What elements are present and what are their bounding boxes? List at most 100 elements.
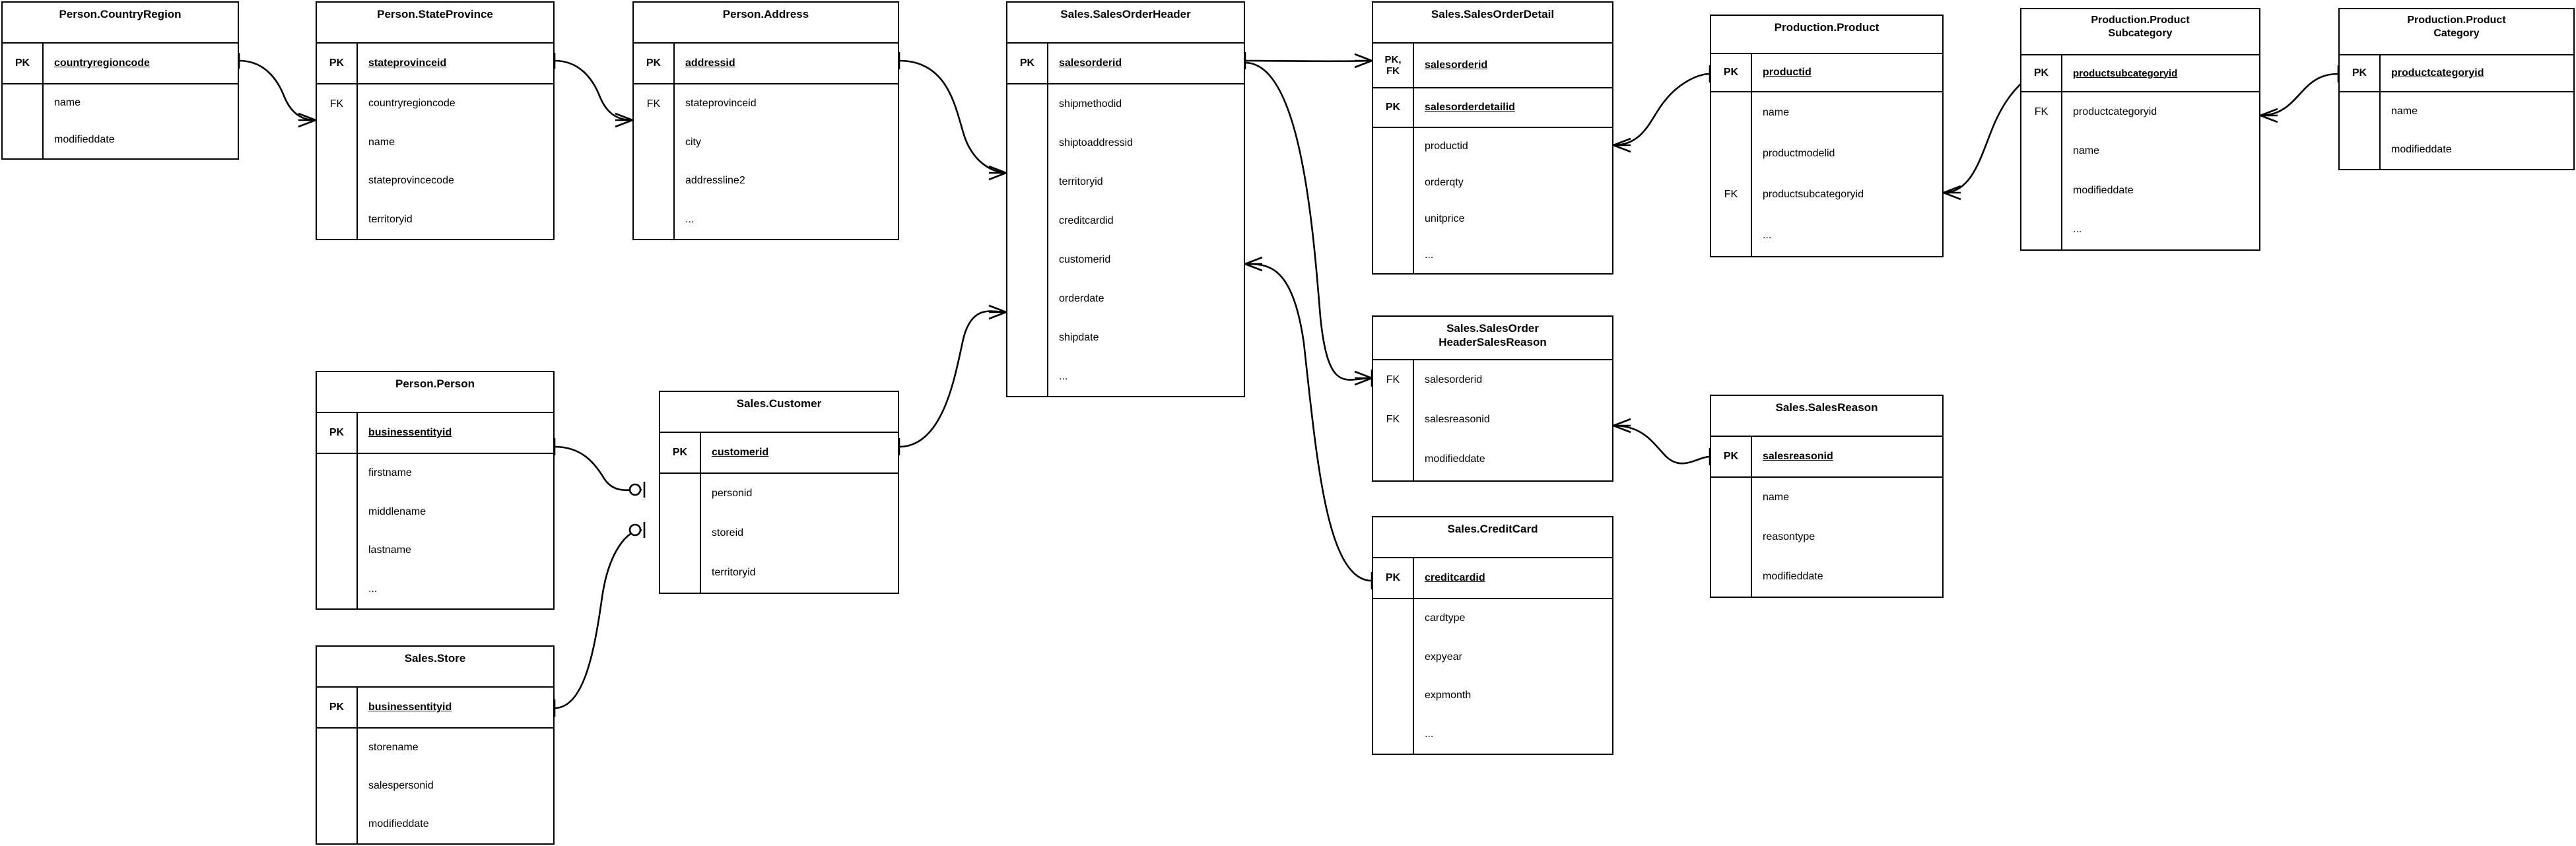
entity-attributes: FK name productmodelid productsubcategor… (1711, 92, 1942, 256)
attribute-row: salespersonid (368, 780, 434, 791)
attribute-row: personid (712, 488, 753, 499)
attribute-primary-key: customerid (712, 447, 769, 458)
key-gutter (317, 729, 358, 843)
rel-creditcard-salesorderheader (1244, 263, 1373, 582)
attribute-row: stateprovincecode (368, 175, 454, 187)
key-label-pk: PK (1711, 54, 1752, 91)
entity-production-productcategory[interactable]: Production.Product Category PK productca… (2338, 8, 2575, 170)
key-label-fk: FK (1386, 414, 1400, 425)
key-label-pk: PK (1373, 558, 1414, 598)
attribute-row-fk: salesreasonid (1425, 414, 1490, 425)
rel-stateprovince-address (554, 59, 633, 121)
entity-key-row: PK creditcardid (1373, 558, 1612, 599)
attribute-row: shiptoaddressid (1059, 137, 1134, 148)
attribute-row: territoryid (1059, 176, 1103, 187)
rel-salesorderdetail-product (1613, 73, 1711, 146)
key-label-pk-fk: PK, FK (1373, 44, 1414, 87)
attribute-row: name (2073, 145, 2100, 157)
key-gutter (1007, 84, 1048, 396)
key-gutter: FK (1711, 92, 1752, 256)
entity-key-row: PK salesorderid (1007, 44, 1244, 84)
entity-title: Sales.SalesOrderHeader (1007, 3, 1244, 44)
entity-attributes: cardtype expyear expmonth ... (1373, 599, 1612, 754)
key-gutter (1373, 128, 1414, 273)
attribute-row: modifieddate (54, 134, 115, 145)
attribute-row: productcategoryid (2073, 106, 2157, 117)
attribute-row: firstname (368, 467, 412, 479)
entity-person-stateprovince[interactable]: Person.StateProvince PK stateprovinceid … (316, 1, 555, 240)
attribute-primary-key: stateprovinceid (368, 57, 447, 69)
attribute-row: productmodelid (1763, 148, 1835, 159)
entity-production-productsubcategory[interactable]: Production.Product Subcategory PK produc… (2020, 8, 2260, 251)
rel-store-customer (554, 529, 642, 709)
attribute-row: middlename (368, 505, 426, 517)
rel-countryregion-stateprovince (238, 59, 316, 121)
key-gutter (2340, 92, 2381, 169)
entity-sales-customer[interactable]: Sales.Customer PK customerid personid st… (659, 391, 899, 594)
attribute-row: customerid (1059, 253, 1111, 265)
entity-attributes: name modifieddate (3, 84, 238, 158)
entity-person-address[interactable]: Person.Address PK addressid FK stateprov… (632, 1, 899, 240)
attribute-row: name (2391, 106, 2418, 117)
entity-attributes: FK productcategoryid name modifieddate .… (2021, 92, 2259, 249)
entity-sales-salesorderdetail[interactable]: Sales.SalesOrderDetail PK, FK salesorder… (1372, 1, 1613, 275)
entity-title: Sales.SalesReason (1711, 396, 1942, 437)
entity-title: Person.StateProvince (317, 3, 553, 44)
entity-sales-creditcard[interactable]: Sales.CreditCard PK creditcardid cardtyp… (1372, 516, 1613, 755)
entity-key-row: PK businessentityid (317, 413, 553, 454)
attribute-row: shipmethodid (1059, 98, 1122, 110)
attribute-primary-key: salesreasonid (1763, 451, 1833, 462)
attribute-row: name (54, 97, 81, 108)
key-gutter-spacer (1711, 92, 1751, 133)
key-label-pk: PK (634, 44, 675, 83)
attribute-row: unitprice (1425, 212, 1465, 224)
key-gutter (1711, 478, 1752, 597)
entity-key-row: PK countryregioncode (3, 44, 238, 84)
key-label-pk: PK (1711, 437, 1752, 476)
key-label-pk: PK (660, 433, 701, 472)
key-gutter: FK (2021, 92, 2062, 249)
entity-key-row: PK salesorderdetailid (1373, 88, 1612, 128)
rel-salesreasonjunction-salesreason (1613, 424, 1711, 465)
attribute-row: ... (1425, 728, 1434, 740)
key-gutter: FK FK (1373, 360, 1414, 480)
entity-key-row: PK salesreasonid (1711, 437, 1942, 478)
entity-sales-store[interactable]: Sales.Store PK businessentityid storenam… (316, 645, 555, 845)
entity-production-product[interactable]: Production.Product PK productid FK name … (1710, 15, 1944, 257)
attribute-row: shipdate (1059, 331, 1099, 343)
entity-key-row: PK addressid (634, 44, 898, 84)
attribute-row: modifieddate (1763, 571, 1823, 582)
entity-sales-salesorderheadersalesreason[interactable]: Sales.SalesOrder HeaderSalesReason FK FK… (1372, 315, 1613, 482)
key-gutter: FK (634, 84, 675, 239)
entity-sales-salesreason[interactable]: Sales.SalesReason PK salesreasonid name … (1710, 395, 1944, 598)
key-label-fk: FK (2034, 106, 2049, 117)
attribute-row: countryregioncode (368, 98, 456, 110)
entity-key-row: PK customerid (660, 433, 898, 474)
rel-productsubcategory-productcategory (2260, 73, 2339, 117)
entity-attributes: personid storeid territoryid (660, 474, 898, 593)
entity-key-row: PK productsubcategoryid (2021, 55, 2259, 92)
attribute-primary-key: salesorderdetailid (1425, 102, 1515, 113)
entity-key-row: PK businessentityid (317, 688, 553, 729)
attribute-row: territoryid (368, 213, 413, 225)
key-label-fk: FK (1386, 374, 1400, 385)
attribute-primary-key: productsubcategoryid (2073, 67, 2178, 79)
attribute-row: city (685, 136, 701, 148)
rel-address-salesorderheader (898, 59, 1007, 174)
entity-attributes: name reasontype modifieddate (1711, 478, 1942, 597)
attribute-row: name (1763, 492, 1790, 503)
key-gutter (317, 454, 358, 608)
entity-person-countryregion[interactable]: Person.CountryRegion PK countryregioncod… (1, 1, 239, 160)
entity-sales-salesorderheader[interactable]: Sales.SalesOrderHeader PK salesorderid s… (1006, 1, 1245, 397)
entity-title: Production.Product Subcategory (2021, 9, 2259, 55)
attribute-row: modifieddate (2073, 184, 2134, 196)
key-label-pk: PK (1373, 88, 1414, 127)
key-label-pk: PK (317, 413, 358, 453)
attribute-primary-key: addressid (685, 57, 735, 69)
attribute-primary-key: salesorderid (1425, 59, 1488, 71)
entity-person-person[interactable]: Person.Person PK businessentityid firstn… (316, 371, 555, 610)
key-label-pk: PK (3, 44, 44, 83)
entity-title: Sales.SalesOrderDetail (1373, 3, 1612, 44)
entity-title: Person.Address (634, 3, 898, 44)
attribute-row: ... (1425, 249, 1434, 261)
